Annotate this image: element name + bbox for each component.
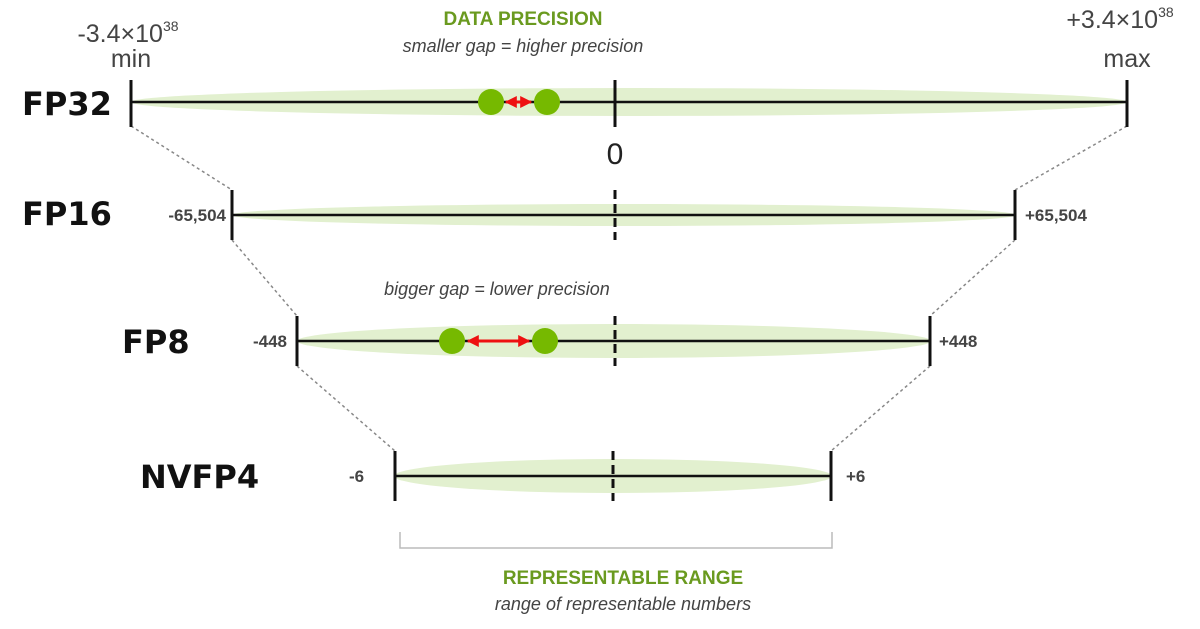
zero-label: 0 bbox=[607, 138, 624, 171]
precision-title: DATA PRECISION bbox=[443, 9, 602, 30]
fp32-min-base: -3.4×10 bbox=[77, 20, 163, 48]
fp8-row: FP8 -448 +448 bbox=[122, 316, 977, 366]
fp8-max-value: +448 bbox=[939, 332, 977, 351]
connector-fp16-fp8-right bbox=[929, 239, 1016, 317]
nvfp4-label: NVFP4 bbox=[140, 458, 259, 496]
fp32-max-exponent: 38 bbox=[1158, 4, 1174, 20]
connector-fp32-fp16-left bbox=[130, 125, 233, 191]
nvfp4-min-value: -6 bbox=[349, 467, 364, 486]
fp8-label: FP8 bbox=[122, 323, 190, 361]
connector-fp8-nvfp4-left bbox=[296, 365, 396, 452]
connector-fp32-fp16-right bbox=[1014, 125, 1128, 191]
fp32-max-word: max bbox=[1103, 45, 1151, 73]
fp8-value-dot-left bbox=[439, 328, 465, 354]
fp32-min-exponent: 38 bbox=[163, 18, 179, 34]
fp32-max-base: +3.4×10 bbox=[1066, 6, 1158, 34]
fp8-min-value: -448 bbox=[253, 332, 287, 351]
connector-fp16-fp8-left bbox=[231, 239, 298, 317]
fp16-min-value: -65,504 bbox=[168, 206, 226, 225]
fp16-label: FP16 bbox=[22, 195, 112, 233]
range-subtitle: range of representable numbers bbox=[495, 594, 751, 614]
nvfp4-row: NVFP4 -6 +6 bbox=[140, 451, 865, 501]
fp32-value-dot-left bbox=[478, 89, 504, 115]
fp32-max-value: +3.4×1038 bbox=[1066, 4, 1174, 34]
fp16-max-value: +65,504 bbox=[1025, 206, 1087, 225]
range-bracket bbox=[399, 532, 833, 549]
fp32-min-value: -3.4×1038 bbox=[77, 18, 178, 48]
range-title: REPRESENTABLE RANGE bbox=[503, 568, 743, 589]
fp8-value-dot-right bbox=[532, 328, 558, 354]
precision-subtitle: smaller gap = higher precision bbox=[403, 36, 644, 56]
nvfp4-max-value: +6 bbox=[846, 467, 865, 486]
fp32-min-word: min bbox=[111, 45, 151, 73]
range-connectors bbox=[130, 125, 1128, 452]
fp16-row: FP16 -65,504 +65,504 bbox=[22, 190, 1087, 240]
fp32-row: FP32 0 bbox=[22, 80, 1129, 171]
fp32-label: FP32 bbox=[22, 85, 112, 123]
lower-precision-note: bigger gap = lower precision bbox=[384, 279, 610, 299]
connector-fp8-nvfp4-right bbox=[830, 365, 931, 452]
fp32-value-dot-right bbox=[534, 89, 560, 115]
